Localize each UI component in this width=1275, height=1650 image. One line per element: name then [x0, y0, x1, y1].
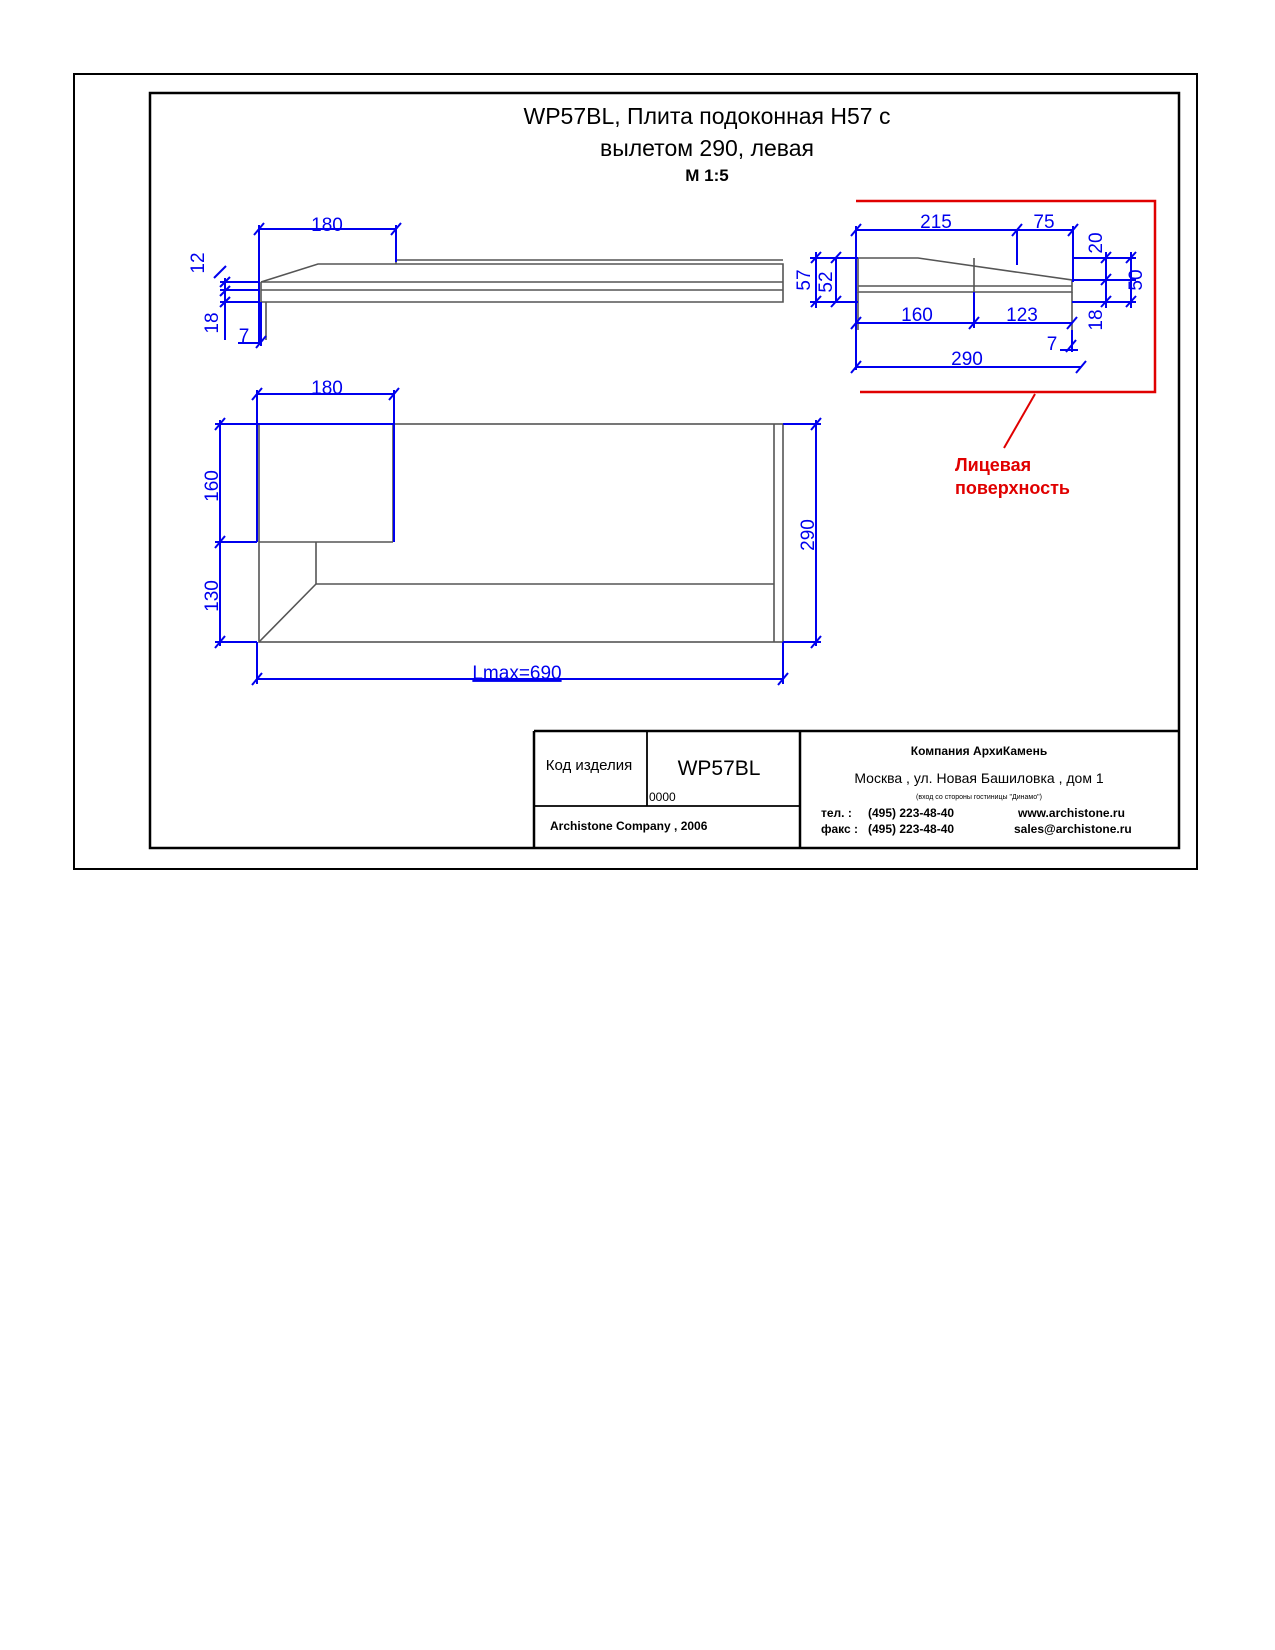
face-surface-leader [1003, 393, 1036, 449]
inner-frame [148, 91, 1181, 850]
side-view: 180 12 18 7 [188, 215, 784, 349]
drawing-title-line2: вылетом 290, левая [600, 135, 814, 161]
company-name: Компания АрхиКамень [911, 744, 1047, 758]
side-dim-12: 12 [188, 252, 209, 273]
product-code-value: WP57BL [678, 757, 761, 780]
email-link[interactable]: sales@archistone.ru [1014, 822, 1132, 836]
company-address-note: (вход со стороны гостиницы "Динамо") [916, 794, 1042, 801]
plan-dim-160: 160 [202, 470, 223, 502]
side-dim-18: 18 [202, 312, 223, 333]
section-dim-123: 123 [1006, 305, 1038, 326]
tel-number: (495) 223-48-40 [868, 806, 954, 820]
side-dim-180: 180 [311, 215, 343, 236]
plan-dim-130: 130 [202, 580, 223, 612]
plan-dim-180: 180 [311, 378, 343, 399]
outer-frame [73, 73, 1198, 870]
website-link[interactable]: www.archistone.ru [1017, 806, 1125, 820]
product-code-label: Код изделия [546, 757, 632, 774]
section-view: 215 75 20 57 52 50 160 123 7 18 290 [794, 199, 1157, 449]
company-address: Москва , ул. Новая Башиловка , дом 1 [854, 770, 1103, 786]
drawing-scale: М 1:5 [685, 166, 728, 185]
section-dim-160: 160 [901, 305, 933, 326]
section-dim-7: 7 [1047, 334, 1058, 355]
section-dim-215: 215 [920, 212, 952, 233]
copyright-text: Archistone Company , 2006 [550, 819, 708, 833]
side-dim-7: 7 [239, 326, 250, 347]
fax-number: (495) 223-48-40 [868, 822, 954, 836]
section-dim-290: 290 [951, 349, 983, 370]
title-block: Код изделия WP57BL 0000 Archistone Compa… [532, 729, 1179, 848]
section-dim-52: 52 [816, 271, 837, 292]
face-surface-bracket [856, 199, 1157, 394]
fax-label: факс : [821, 822, 858, 836]
plan-view: 180 160 130 290 Lmax=690 [202, 378, 822, 686]
face-note-line2: поверхность [955, 478, 1070, 498]
section-dim-18: 18 [1086, 309, 1107, 330]
section-dim-20: 20 [1086, 232, 1107, 253]
product-code-number: 0000 [649, 790, 676, 804]
section-dim-50: 50 [1126, 269, 1147, 290]
drawing-title-line1: WP57BL, Плита подоконная Н57 с [524, 103, 891, 129]
face-note-line1: Лицевая [955, 455, 1031, 475]
section-dim-75: 75 [1033, 212, 1054, 233]
section-dim-57: 57 [794, 269, 815, 290]
plan-dim-length: Lmax=690 [472, 663, 561, 684]
plan-dim-290: 290 [798, 519, 819, 551]
tel-label: тел. : [821, 806, 852, 820]
